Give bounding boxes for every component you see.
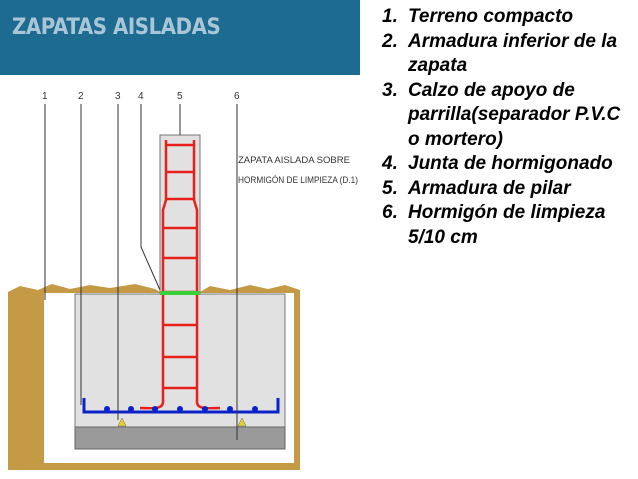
legend-number: 5. — [382, 177, 398, 199]
marker-4: 4 — [138, 91, 144, 102]
legend-item: 4. Junta de hormigonado — [382, 152, 632, 177]
footing-diagram: 1 2 3 4 5 6 ZAPATA AISLADA SOBRE HORMIGÓ… — [8, 91, 358, 470]
footing-concrete — [74, 293, 286, 428]
legend-number: 2. — [382, 30, 398, 52]
legend-text: Junta de hormigonado — [408, 153, 613, 174]
marker-1: 1 — [42, 91, 48, 102]
marker-6: 6 — [234, 91, 240, 102]
legend-number: 4. — [382, 153, 398, 174]
marker-3: 3 — [115, 91, 121, 102]
legend-number: 1. — [382, 6, 398, 27]
legend-item: 1. Terreno compacto — [382, 5, 632, 30]
bottom-reinforcement — [82, 398, 280, 414]
marker-5: 5 — [177, 91, 183, 102]
diagram-caption-line1: ZAPATA AISLADA SOBRE — [238, 155, 350, 166]
marker-2: 2 — [78, 91, 84, 102]
legend-number: 6. — [382, 202, 398, 223]
blinding-layer — [74, 426, 286, 450]
legend-text: Armadura inferior de la zapata — [408, 30, 618, 77]
leader-lines — [44, 104, 238, 440]
diagram-caption-line2: HORMIGÓN DE LIMPIEZA (D.1) — [238, 175, 358, 186]
column-rebar — [139, 140, 221, 410]
bar-spacers — [117, 417, 247, 427]
legend-item: 6. Hormigón de limpieza 5/10 cm — [382, 201, 632, 250]
legend-text: Armadura de pilar — [408, 177, 571, 199]
legend-text: Terreno compacto — [408, 6, 574, 27]
legend-text: Calzo de apoyo de parrilla(separador P.V… — [408, 79, 621, 150]
legend-text: Hormigón de limpieza 5/10 cm — [408, 202, 606, 248]
legend-item: 2. Armadura inferior de la zapata — [382, 30, 632, 79]
slide-title: ZAPATAS AISLADAS — [12, 15, 221, 40]
legend-list: 1. Terreno compacto 2. Armadura inferior d… — [382, 5, 632, 250]
legend-item: 5. Armadura de pilar — [382, 177, 632, 202]
legend-number: 3. — [382, 79, 398, 101]
legend-item: 3. Calzo de apoyo de parrilla(separador P… — [382, 79, 632, 153]
title-band: ZAPATAS AISLADAS — [0, 0, 360, 75]
